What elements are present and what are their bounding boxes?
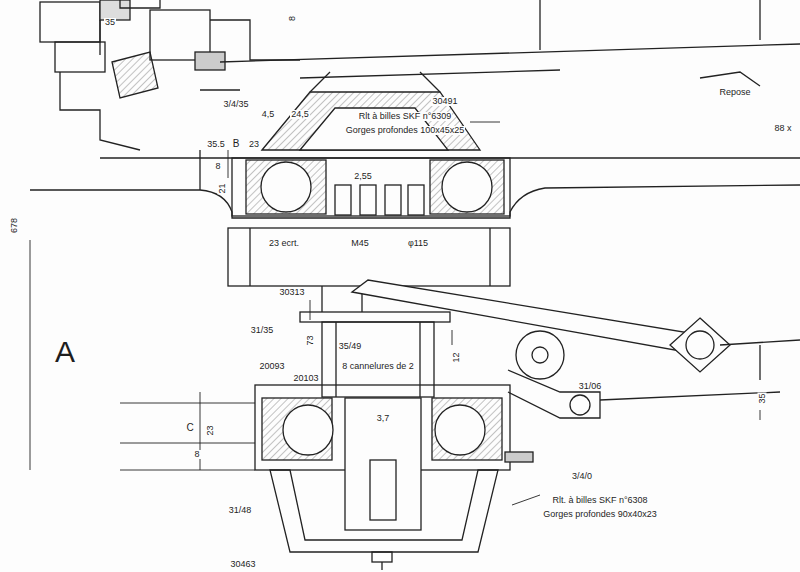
dimension-label: 35	[104, 18, 116, 27]
part-number-label: 31/35	[250, 326, 275, 335]
dimension-lines	[30, 122, 760, 505]
part-number-label: 31/48	[228, 506, 253, 515]
dimension-label: 88 x	[773, 124, 792, 133]
dimension-label: 678	[11, 216, 20, 233]
nut-note-label: 23 ecrt.	[268, 239, 300, 248]
dimension-label: 4,5	[261, 110, 276, 119]
dimension-label: 8	[193, 450, 200, 459]
part-number-label: 30313	[278, 288, 305, 297]
section-letter-label: B	[232, 139, 241, 149]
bearing-note-label: Rlt à billes SKF n°6309	[358, 112, 453, 121]
dimension-label: 2,55	[353, 172, 373, 181]
dimension-label: 8	[288, 14, 297, 21]
bearing-note-label: Gorges profondes 100x45x25	[345, 126, 466, 135]
part-number-label: 3/4/0	[571, 472, 593, 481]
upper-ball-bearing	[232, 158, 510, 216]
part-number-label: 3/4/35	[222, 100, 249, 109]
frame-lines	[220, 0, 800, 86]
spline-shaft	[300, 312, 450, 397]
dimension-label: 23	[205, 424, 214, 436]
lock-nut	[228, 228, 510, 286]
upper-housing	[30, 150, 800, 218]
dimension-label: 21	[217, 182, 226, 194]
spline-note-label: 8 cannelures de 2	[341, 362, 415, 371]
part-number-label: 31/06	[578, 382, 603, 391]
note-label: Repose	[718, 88, 751, 97]
dimension-label: 12	[451, 351, 460, 363]
dimension-label: 73	[305, 334, 314, 346]
dimension-label: 23	[248, 140, 260, 149]
dimension-label: 35	[757, 392, 766, 404]
part-number-label: 30491	[431, 97, 458, 106]
part-number-label: 30463	[229, 560, 256, 569]
part-number-label: 20093	[258, 362, 285, 371]
upper-left-parts	[40, 0, 300, 150]
dimension-label: 35.5	[206, 140, 226, 149]
dimension-label: 24,5	[290, 110, 310, 119]
part-number-label: 20103	[292, 374, 319, 383]
nut-note-label: M45	[350, 239, 370, 248]
shaft-and-lever	[322, 280, 800, 418]
bearing-note-label: Gorges profondes 90x40x23	[542, 510, 658, 519]
dimension-label: 35/49	[338, 342, 363, 351]
nut-note-label: φ115	[407, 239, 429, 248]
dimension-label: 3,7	[376, 414, 391, 423]
lower-ball-bearing	[255, 385, 533, 570]
bearing-note-label: Rlt. à billes SKF n°6308	[551, 496, 648, 505]
view-letter-label: A	[54, 337, 76, 367]
bevel-gear	[262, 72, 480, 150]
section-letter-label: C	[185, 423, 194, 433]
dimension-label: 8	[214, 162, 221, 171]
